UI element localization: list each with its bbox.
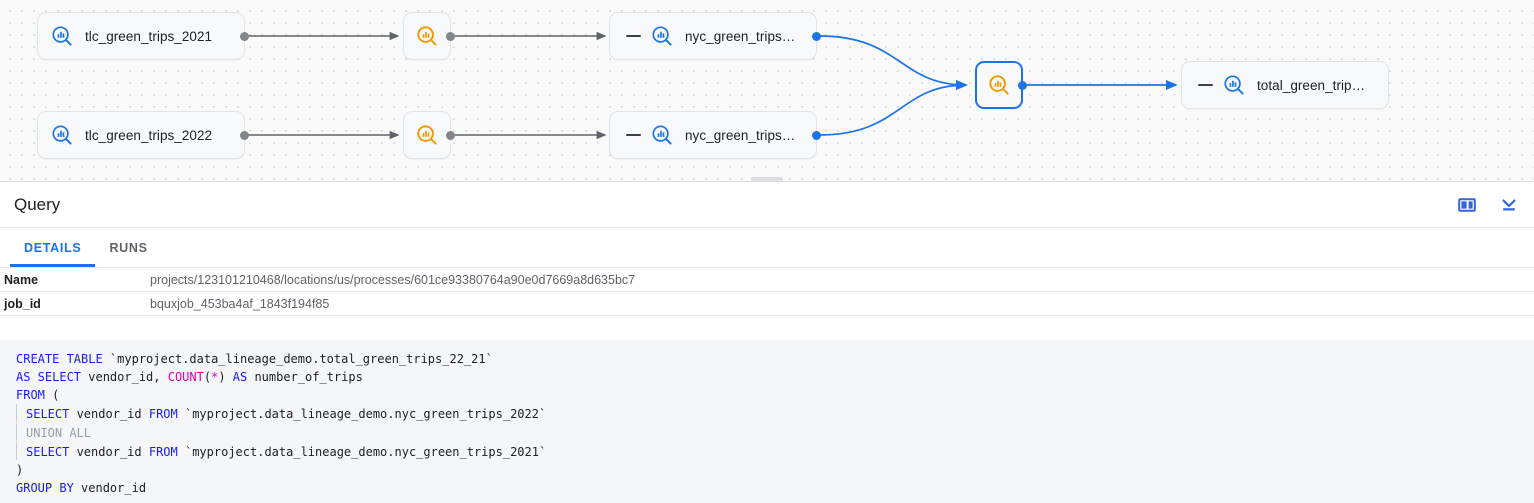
table-search-icon xyxy=(52,125,72,145)
lineage-node-nyc-green-trips-b[interactable]: nyc_green_trips… xyxy=(609,111,821,159)
sql-token: `myproject.data_lineage_demo.total_green… xyxy=(102,352,493,366)
node-output-port[interactable] xyxy=(446,32,455,41)
node-output-port[interactable] xyxy=(240,32,249,41)
table-search-icon xyxy=(652,125,672,145)
sql-token: ( xyxy=(44,388,60,402)
sql-query-code[interactable]: CREATE TABLE `myproject.data_lineage_dem… xyxy=(0,340,1534,503)
table-search-icon xyxy=(1224,75,1244,95)
sql-token: ) xyxy=(16,463,24,477)
sql-token: GROUP BY xyxy=(16,481,74,495)
node-output-port[interactable] xyxy=(446,131,455,140)
sql-token: ( xyxy=(203,370,212,384)
detail-value-job-id: bquxjob_453ba4af_1843f194f85 xyxy=(150,296,330,311)
tab-runs[interactable]: RUNS xyxy=(109,240,148,255)
detail-key-job-id: job_id xyxy=(4,296,41,311)
lineage-node-label: tlc_green_trips_2022 xyxy=(85,127,213,143)
query-details-panel: Query DETAILS RUNS Name projects xyxy=(0,177,1534,503)
lineage-node-tlc-green-trips-2021[interactable]: tlc_green_trips_2021 xyxy=(37,12,249,60)
collapse-node-button[interactable] xyxy=(1194,74,1216,96)
lineage-node-tlc-green-trips-2022[interactable]: tlc_green_trips_2022 xyxy=(37,111,249,159)
sql-token: AS SELECT xyxy=(16,370,82,384)
lineage-node-label: nyc_green_trips… xyxy=(685,28,796,44)
indent-guide xyxy=(16,404,17,422)
lineage-node-label: nyc_green_trips… xyxy=(685,127,796,143)
sql-token: vendor_id xyxy=(69,407,149,421)
sql-token: UNION ALL xyxy=(26,426,92,440)
indent-guide xyxy=(16,423,17,441)
detail-row: job_id bquxjob_453ba4af_1843f194f85 xyxy=(0,292,1534,316)
sql-token: vendor_id xyxy=(69,445,149,459)
sql-token: ) xyxy=(218,370,233,384)
lineage-node-label: total_green_trip… xyxy=(1257,77,1366,93)
node-output-port[interactable] xyxy=(240,131,249,140)
tab-details[interactable]: DETAILS xyxy=(10,228,96,267)
node-output-port[interactable] xyxy=(812,131,821,140)
sql-token: FROM xyxy=(148,445,178,459)
panel-tabs: DETAILS RUNS xyxy=(0,228,1534,268)
indent-guide xyxy=(16,442,17,460)
detail-value-name: projects/123101210468/locations/us/proce… xyxy=(150,272,636,287)
panel-header-actions xyxy=(1456,194,1520,216)
process-search-icon xyxy=(989,75,1009,95)
sql-token: vendor_id xyxy=(73,481,147,495)
panel-header: Query xyxy=(0,182,1534,228)
panel-title: Query xyxy=(14,194,61,214)
sql-token: SELECT xyxy=(26,445,70,459)
sql-token: vendor_id, xyxy=(81,370,168,384)
sql-token: FROM xyxy=(148,407,178,421)
lineage-node-nyc-green-trips-a[interactable]: nyc_green_trips… xyxy=(609,12,821,60)
split-panel-icon[interactable] xyxy=(1456,194,1478,216)
lineage-node-total-green-trips[interactable]: total_green_trip… xyxy=(1181,61,1389,109)
node-output-port[interactable] xyxy=(812,32,821,41)
details-table: Name projects/123101210468/locations/us/… xyxy=(0,268,1534,316)
process-search-icon xyxy=(417,125,437,145)
collapse-node-button[interactable] xyxy=(622,25,644,47)
detail-row: Name projects/123101210468/locations/us/… xyxy=(0,268,1534,292)
sql-token: number_of_trips xyxy=(247,370,363,384)
sql-token: * xyxy=(211,370,219,384)
panel-resize-handle[interactable] xyxy=(751,177,783,181)
sql-token: SELECT xyxy=(26,407,70,421)
sql-token: `myproject.data_lineage_demo.nyc_green_t… xyxy=(177,407,547,421)
detail-key-name: Name xyxy=(4,272,39,287)
collapse-node-button[interactable] xyxy=(622,124,644,146)
sql-token: COUNT xyxy=(167,370,204,384)
process-search-icon xyxy=(417,26,437,46)
table-search-icon xyxy=(52,26,72,46)
collapse-panel-icon[interactable] xyxy=(1498,194,1520,216)
sql-token: CREATE TABLE xyxy=(16,352,103,366)
lineage-node-label: tlc_green_trips_2021 xyxy=(85,28,213,44)
lineage-node-process-1[interactable] xyxy=(403,12,455,60)
sql-token: `myproject.data_lineage_demo.nyc_green_t… xyxy=(177,445,547,459)
table-search-icon xyxy=(652,26,672,46)
lineage-node-process-2[interactable] xyxy=(403,111,455,159)
lineage-graph-canvas[interactable]: tlc_green_trips_2021 tlc_green_trips_202… xyxy=(0,0,1534,181)
sql-token: AS xyxy=(232,370,248,384)
lineage-node-process-selected[interactable] xyxy=(975,61,1027,109)
node-output-port[interactable] xyxy=(1018,81,1027,90)
sql-token: FROM xyxy=(16,388,45,402)
